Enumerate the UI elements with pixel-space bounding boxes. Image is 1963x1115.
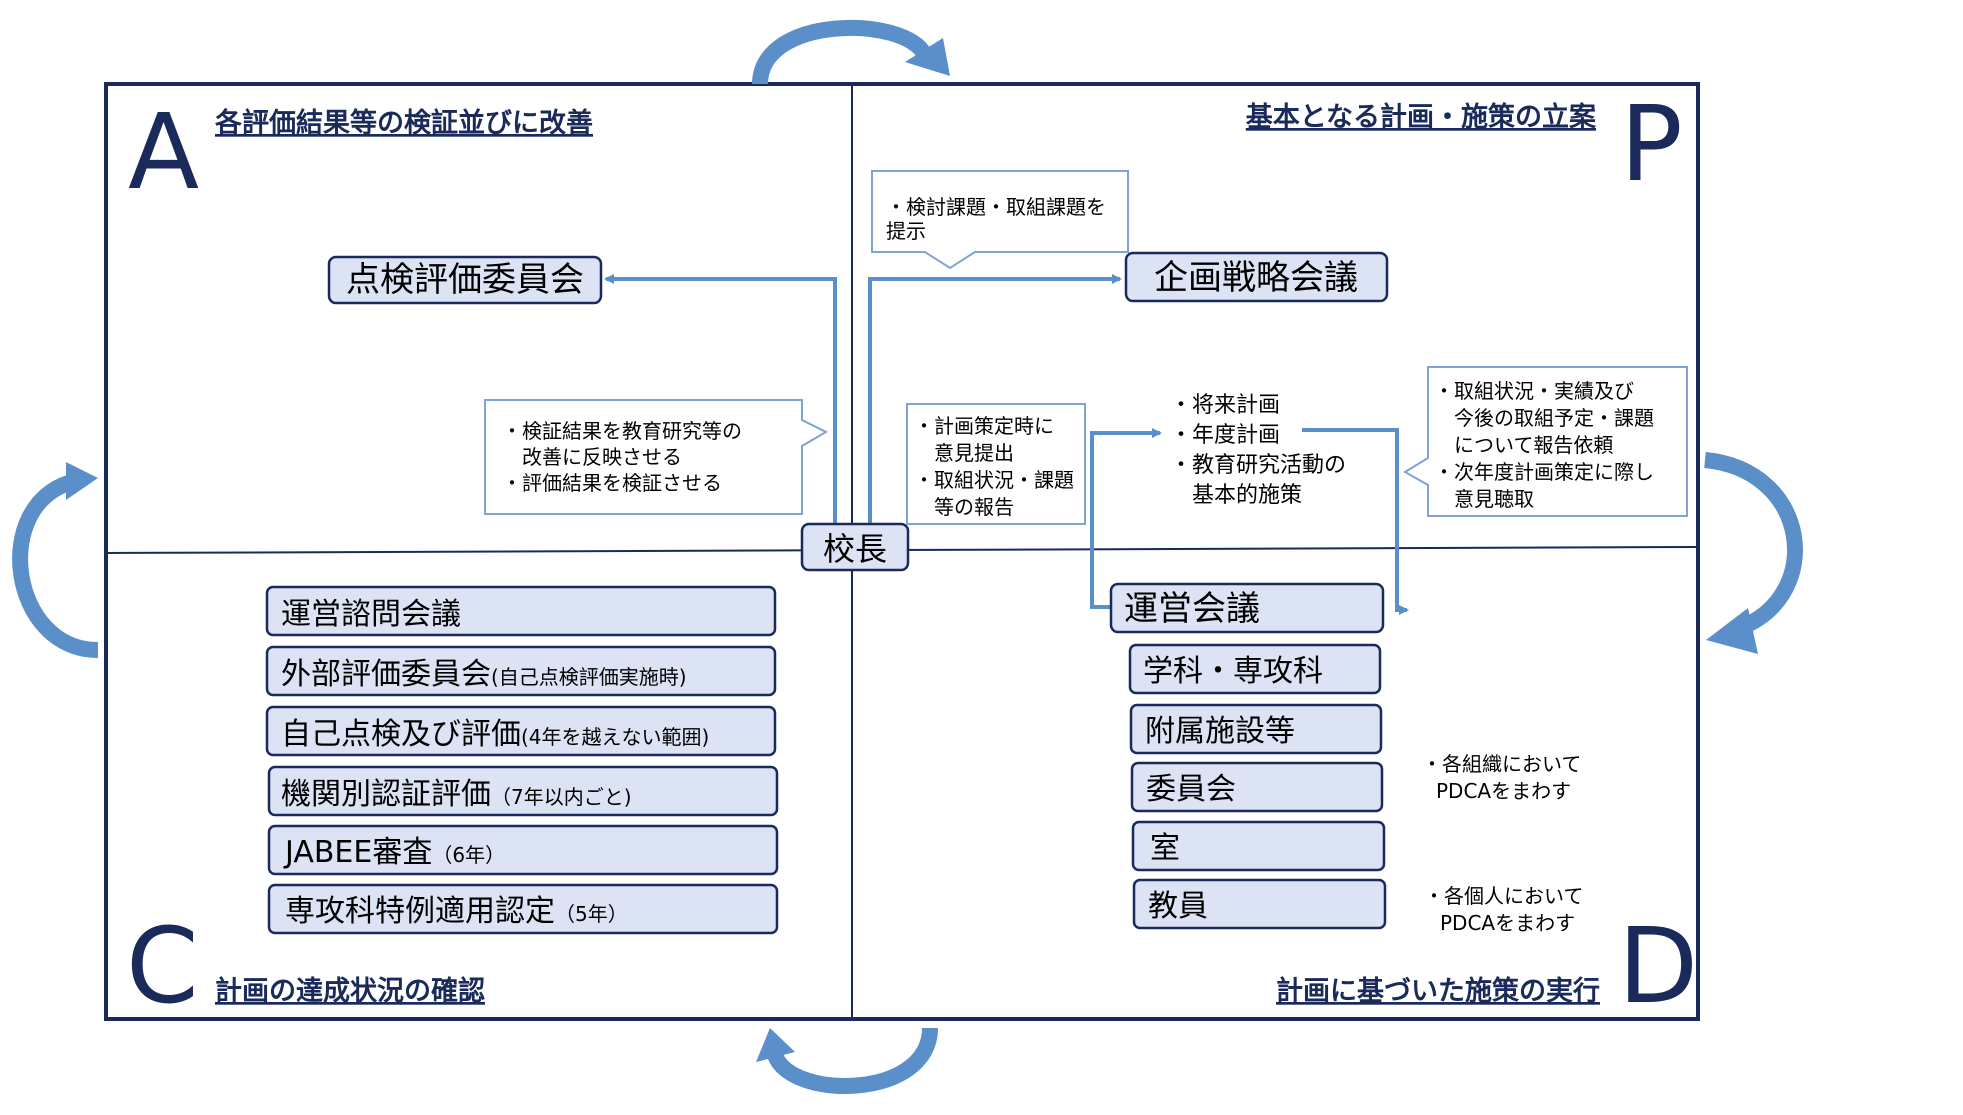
plan-item-1: ・将来計画 (1170, 393, 1280, 418)
do-item: 附属施設等 (1129, 703, 1383, 755)
note-indiv-line-2: PDCAをまわす (1440, 911, 1575, 935)
callout-kento: ・検討課題・取組課題を 提示 (871, 170, 1129, 270)
arrow-center-to-kikaku (868, 274, 1122, 523)
check-item-sub: (自己点検評価実施時) (491, 665, 687, 689)
check-list: 運営諮問会議 外部評価委員会(自己点検評価実施時) 自己点検及び評価(4年を越え… (265, 585, 779, 935)
plan-item-4: 基本的施策 (1170, 483, 1302, 508)
callout-kensho: ・検証結果を教育研究等の 改善に反映させる ・評価結果を検証させる (484, 399, 829, 515)
heading-a: 各評価結果等の検証並びに改善 (214, 107, 593, 139)
note-org: ・各組織において PDCAをまわす (1422, 752, 1581, 803)
do-item-label: 室 (1150, 831, 1180, 866)
do-item: 室 (1131, 820, 1386, 872)
check-item-sub: （5年） (555, 902, 628, 926)
plan-list: ・将来計画 ・年度計画 ・教育研究活動の 基本的施策 (1170, 393, 1346, 508)
svg-text:専攻科特例適用認定（5年）: 専攻科特例適用認定（5年） (285, 894, 628, 929)
heading-d: 計画に基づいた施策の実行 (1276, 975, 1600, 1007)
arrow-center-to-tenken (604, 274, 837, 523)
do-item-label: 附属施設等 (1145, 714, 1295, 749)
letter-d: D (1618, 905, 1698, 1027)
callout-torikumi: ・取組状況・実績及び 今後の取組予定・課題 について報告依頼 ・次年度計画策定に… (1403, 366, 1688, 517)
cycle-arrow-top (752, 19, 950, 85)
svg-text:自己点検及び評価(4年を越えない範囲): 自己点検及び評価(4年を越えない範囲) (281, 717, 709, 752)
letter-p: P (1620, 83, 1683, 205)
center-label: 校長 (823, 530, 887, 568)
kikaku-label: 企画戦略会議 (1154, 258, 1358, 298)
callout-kensho-line-3: ・評価結果を検証させる (502, 471, 722, 495)
check-item-sub: (4年を越えない範囲) (521, 725, 709, 749)
svg-text:JABEE審査（6年）: JABEE審査（6年） (283, 835, 505, 870)
callout-keikaku-line-1: ・計画策定時に (914, 414, 1054, 438)
callout-keikaku-line-4: 等の報告 (914, 495, 1014, 519)
unei-box: 運営会議 (1109, 582, 1385, 634)
check-item: 専攻科特例適用認定（5年） (267, 883, 779, 935)
check-item-sub: （6年） (432, 843, 505, 867)
check-item-main: 機関別認証評価 (281, 777, 491, 812)
callout-kento-line-1: ・検討課題・取組課題を (886, 195, 1106, 219)
plan-item-2: ・年度計画 (1170, 423, 1280, 448)
check-item: 機関別認証評価（7年以内ごと) (267, 765, 779, 817)
check-item-main: 運営諮問会議 (281, 597, 461, 632)
callout-kento-line-2: 提示 (886, 219, 926, 243)
callout-torikumi-line-2: 今後の取組予定・課題 (1434, 406, 1654, 430)
check-item-main: 外部評価委員会 (281, 657, 491, 692)
callout-torikumi-line-1: ・取組状況・実績及び (1434, 379, 1634, 403)
check-item: JABEE審査（6年） (267, 824, 779, 876)
cycle-arrow-right (1704, 452, 1803, 654)
letter-c: C (126, 905, 199, 1027)
do-item-label: 委員会 (1146, 772, 1236, 807)
check-item-sub: （7年以内ごと) (491, 785, 632, 809)
arrow-plans-to-unei (1302, 428, 1409, 615)
callout-torikumi-line-5: 意見聴取 (1434, 487, 1534, 511)
note-indiv: ・各個人において PDCAをまわす (1424, 884, 1583, 935)
note-indiv-line-1: ・各個人において (1424, 884, 1583, 908)
kikaku-box: 企画戦略会議 (1124, 251, 1389, 303)
letter-a: A (128, 91, 199, 213)
plan-item-3: ・教育研究活動の (1170, 453, 1346, 478)
tenken-box: 点検評価委員会 (327, 255, 603, 305)
center-box: 校長 (800, 522, 910, 572)
callout-keikaku: ・計画策定時に 意見提出 ・取組状況・課題 等の報告 (906, 403, 1086, 525)
tenken-label: 点検評価委員会 (346, 260, 584, 300)
check-item-main: 自己点検及び評価 (281, 717, 521, 752)
callout-keikaku-line-2: 意見提出 (914, 441, 1014, 465)
do-item: 教員 (1132, 878, 1387, 930)
arrow-unei-to-plans (1090, 428, 1162, 609)
svg-text:運営諮問会議: 運営諮問会議 (281, 597, 461, 632)
callout-torikumi-line-4: ・次年度計画策定に際し (1434, 460, 1654, 484)
do-item-label: 教員 (1148, 889, 1208, 924)
svg-text:外部評価委員会(自己点検評価実施時): 外部評価委員会(自己点検評価実施時) (281, 657, 687, 692)
heading-c: 計画の達成状況の確認 (215, 975, 485, 1007)
callout-kensho-line-1: ・検証結果を教育研究等の (502, 419, 742, 443)
do-item-label: 学科・専攻科 (1143, 654, 1323, 689)
note-org-line-2: PDCAをまわす (1436, 779, 1571, 803)
check-item: 運営諮問会議 (265, 585, 777, 637)
callout-keikaku-line-3: ・取組状況・課題 (914, 468, 1074, 492)
check-item-main: JABEE審査 (283, 835, 432, 870)
check-item: 外部評価委員会(自己点検評価実施時) (265, 645, 777, 697)
callout-kensho-line-2: 改善に反映させる (502, 445, 682, 469)
cycle-arrow-bottom (756, 1027, 938, 1094)
do-item: 委員会 (1130, 761, 1384, 813)
check-item-main: 専攻科特例適用認定 (285, 894, 555, 929)
do-item: 学科・専攻科 (1128, 643, 1382, 695)
heading-p: 基本となる計画・施策の立案 (1246, 101, 1597, 133)
note-org-line-1: ・各組織において (1422, 752, 1581, 776)
svg-text:機関別認証評価（7年以内ごと): 機関別認証評価（7年以内ごと) (281, 777, 632, 812)
check-item: 自己点検及び評価(4年を越えない範囲) (265, 705, 777, 757)
callout-torikumi-line-3: について報告依頼 (1434, 433, 1613, 457)
unei-label: 運営会議 (1124, 589, 1260, 629)
do-list: 学科・専攻科 附属施設等 委員会 室 教員 (1128, 643, 1387, 930)
cycle-arrow-left (12, 462, 99, 658)
